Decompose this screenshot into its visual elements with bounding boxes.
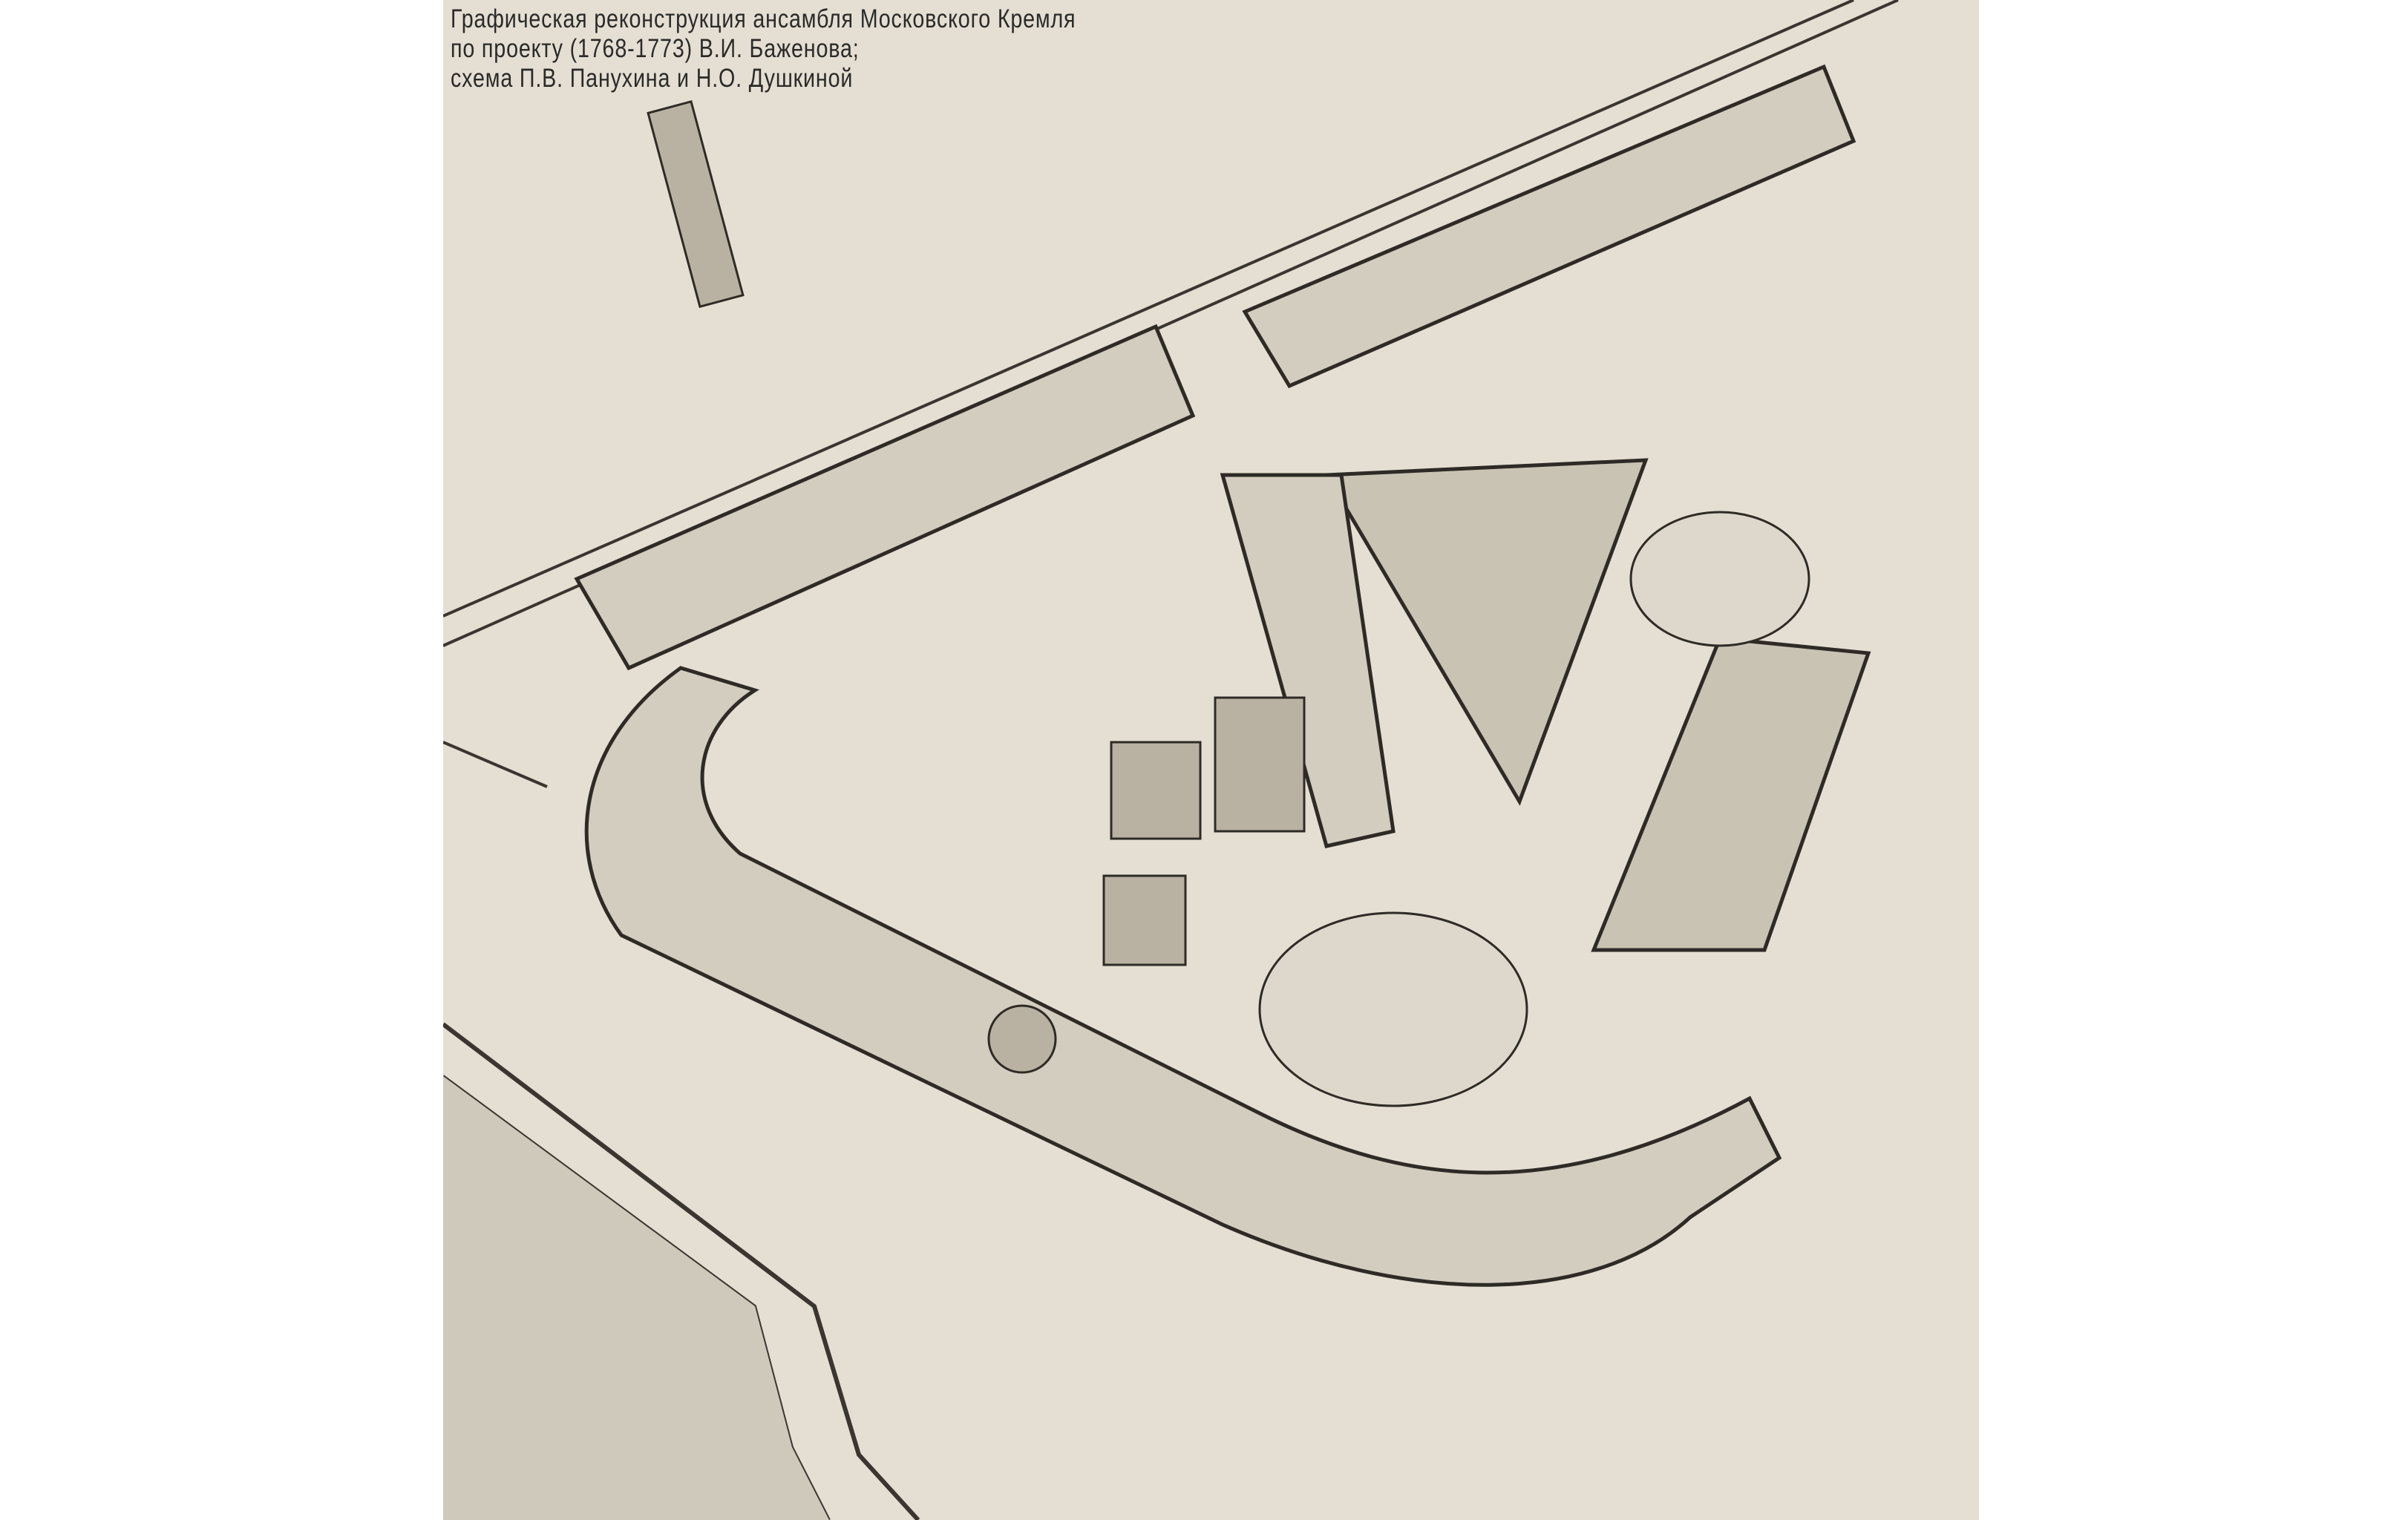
drawing-sheet: Графическая реконструкция ансамбля Моско… bbox=[443, 0, 1979, 1520]
caption: Графическая реконструкция ансамбля Моско… bbox=[451, 4, 1076, 94]
east-round-square bbox=[1629, 511, 1810, 647]
east-court bbox=[1591, 636, 1871, 952]
caption-line-3: схема П.В. Панухина и Н.О. Душкиной bbox=[451, 64, 854, 93]
central-oval-square bbox=[1258, 911, 1528, 1107]
river-water bbox=[443, 1076, 829, 1520]
riverbank-west bbox=[443, 741, 548, 788]
caption-line-2: по проекту (1768-1773) В.И. Баженова; bbox=[451, 34, 860, 63]
river-embankment-south bbox=[443, 1022, 920, 1520]
dome bbox=[987, 1004, 1057, 1074]
arsenal-wing bbox=[1242, 64, 1856, 389]
caption-line-1: Графическая реконструкция ансамбля Моско… bbox=[451, 4, 1076, 33]
bell-tower bbox=[647, 99, 745, 309]
cathedral-3 bbox=[1102, 874, 1187, 966]
cathedral-2 bbox=[1214, 696, 1306, 833]
cathedral-1 bbox=[1110, 741, 1202, 840]
triangular-court bbox=[1323, 458, 1649, 806]
riverbank-line-north bbox=[443, 0, 1854, 618]
kremlin-reconstruction-drawing bbox=[443, 0, 1899, 1520]
north-west-wing bbox=[574, 324, 1196, 671]
palace-facade-south bbox=[584, 666, 1782, 1287]
